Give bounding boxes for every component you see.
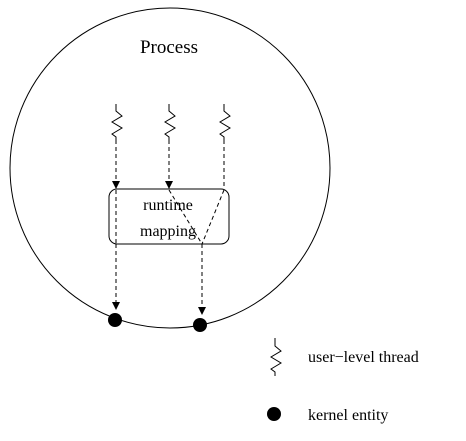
user-thread-2 — [164, 104, 176, 140]
user-thread-3 — [219, 104, 231, 140]
legend-kernel-dot-icon — [267, 407, 281, 421]
legend-kernel-label: kernel entity — [308, 407, 388, 424]
runtime-label: runtime — [143, 197, 193, 214]
kernel-entity-1 — [108, 313, 122, 327]
mapping-thread3-to-k2 — [201, 189, 225, 245]
process-boundary — [9, 7, 331, 329]
thread-zigzag-icon — [219, 104, 231, 140]
thread-zigzag-icon — [164, 104, 176, 140]
user-thread-1 — [111, 104, 123, 140]
runtime-mapping-box — [108, 188, 230, 245]
mapping-label: mapping — [140, 223, 196, 240]
mapping-thread2-to-k2 — [168, 189, 203, 245]
legend-thread-zigzag-icon — [270, 338, 282, 376]
legend-thread-label: user−level thread — [308, 349, 419, 366]
legend: user−level thread kernel entity — [267, 338, 419, 424]
thread-zigzag-icon — [111, 104, 123, 140]
process-label: Process — [140, 37, 198, 58]
kernel-entity-2 — [193, 318, 207, 332]
